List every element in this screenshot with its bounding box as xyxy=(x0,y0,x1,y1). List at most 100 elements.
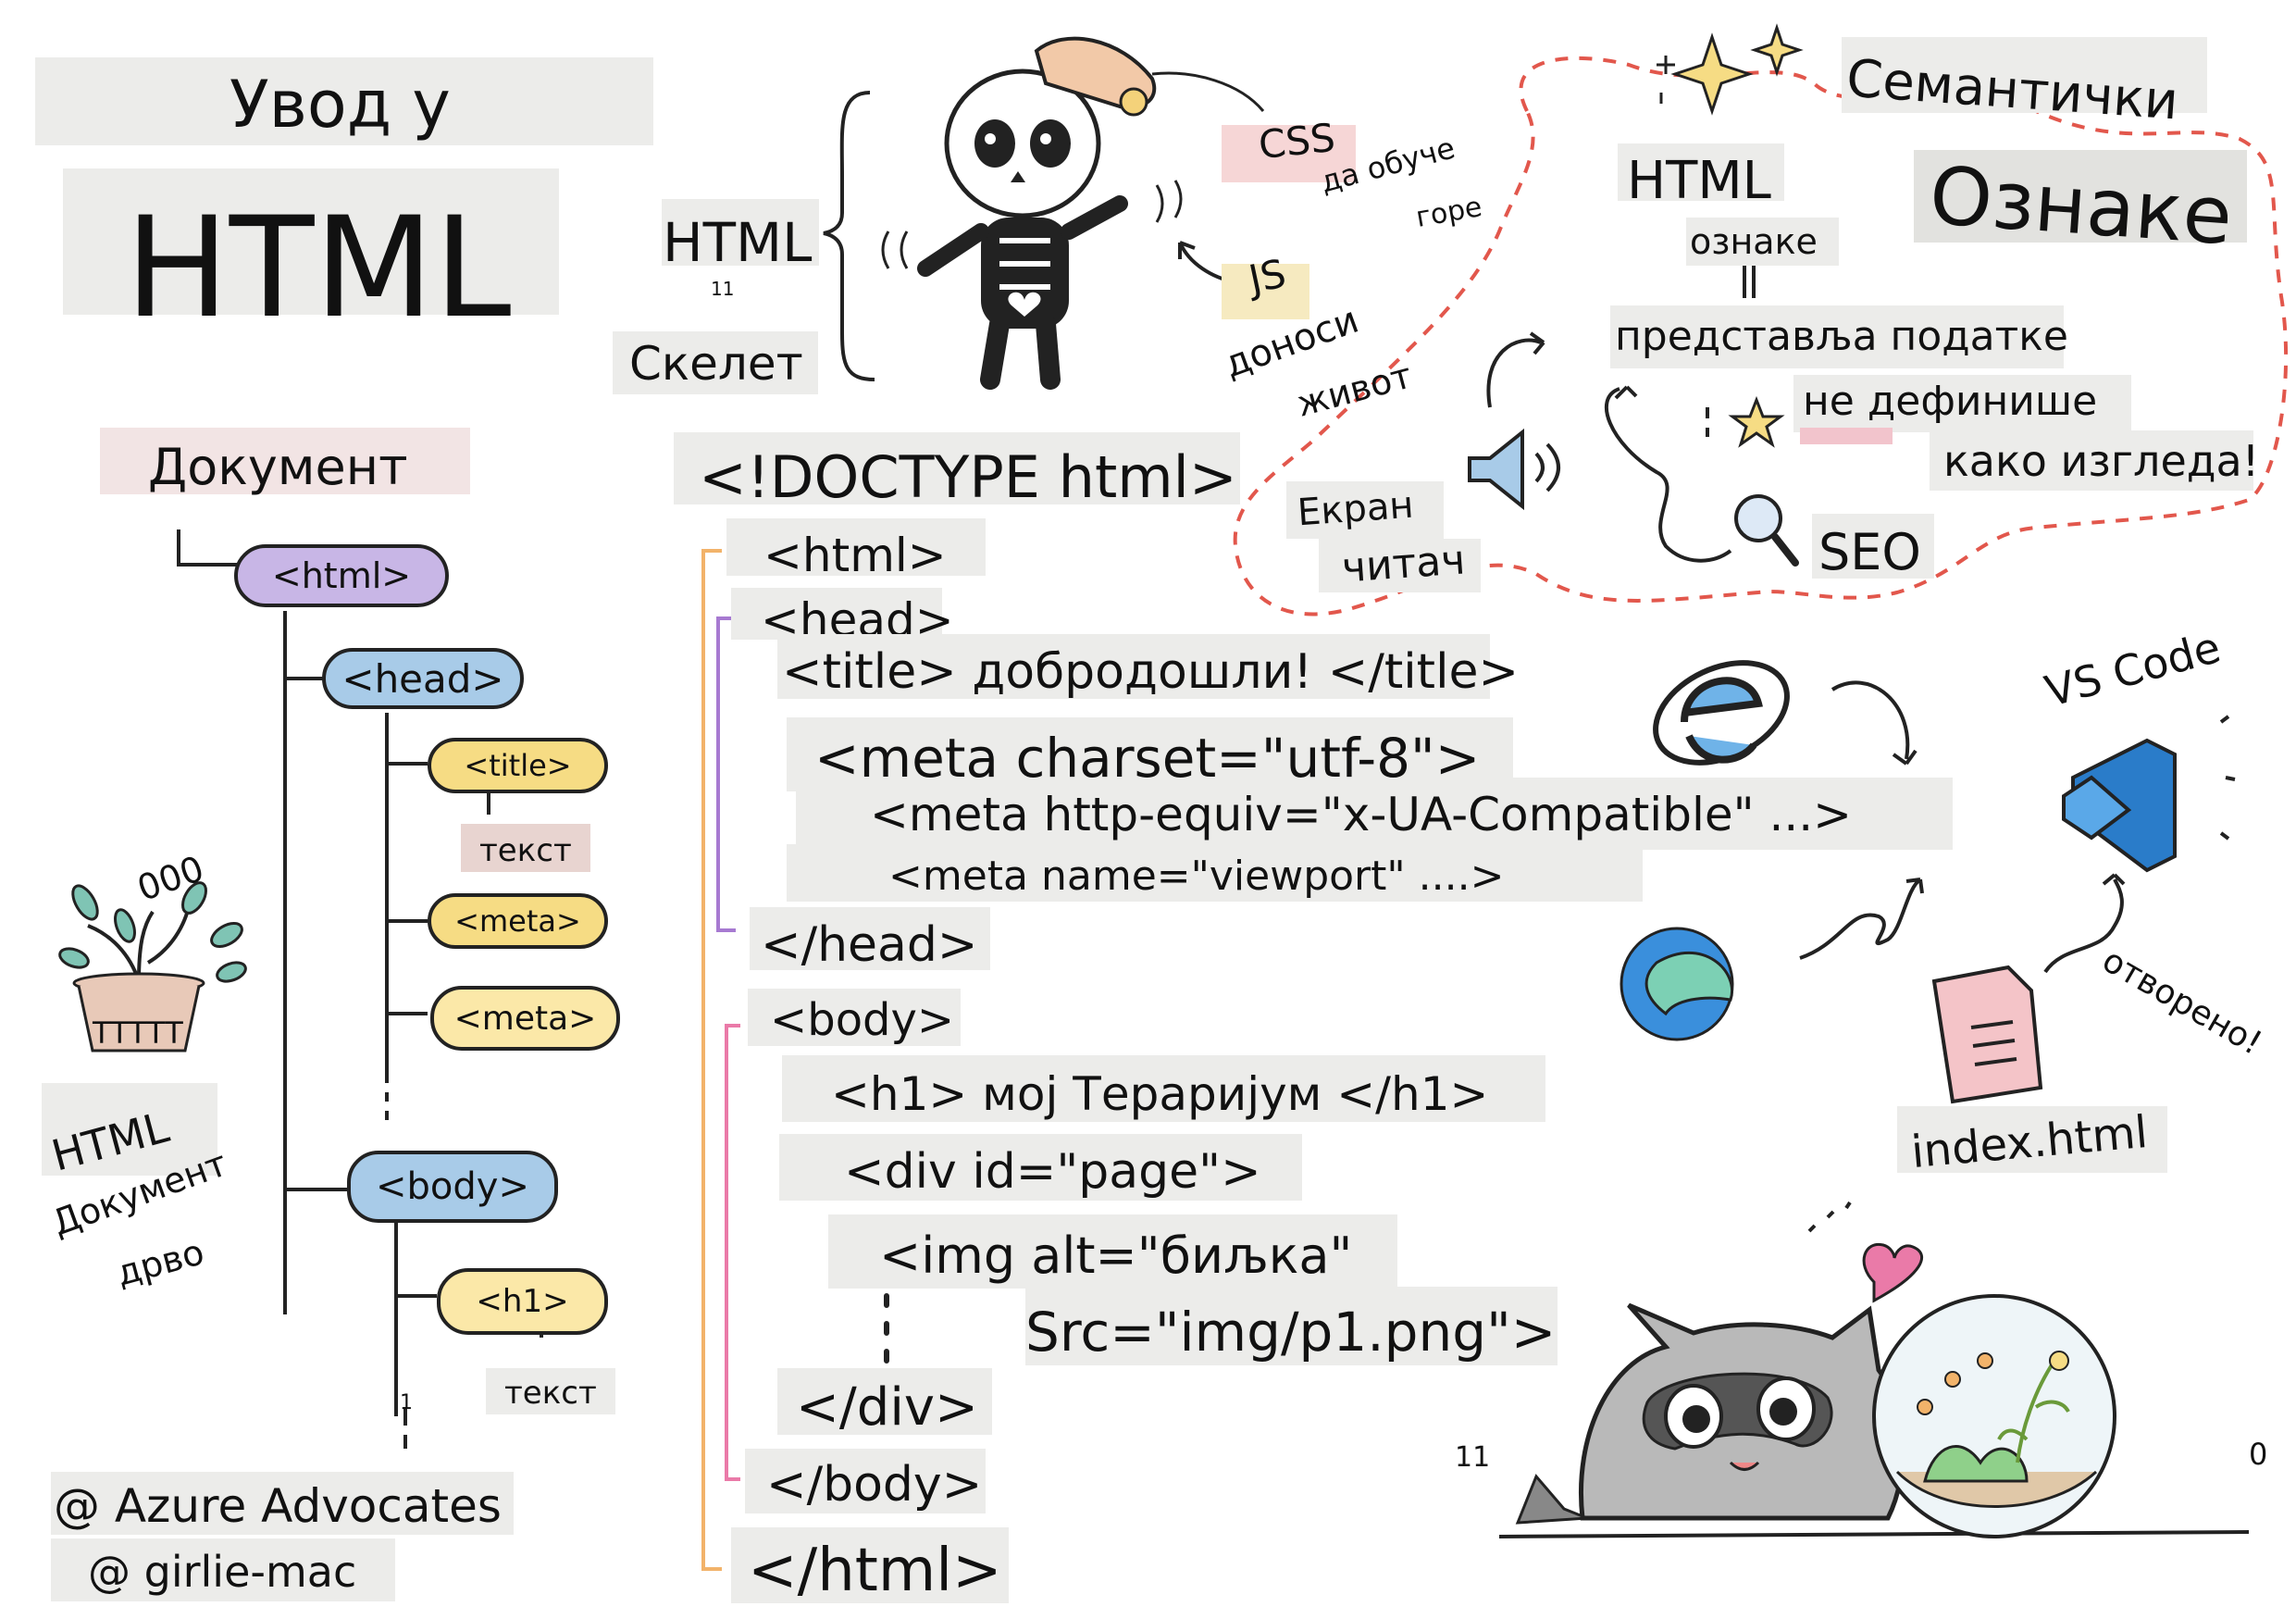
how-looks-highlight xyxy=(1930,430,2253,491)
code-div-close-highlight xyxy=(777,1368,992,1435)
code-doctype: <!DOCTYPE html> xyxy=(699,443,1237,511)
code-div-highlight xyxy=(779,1134,1302,1201)
raccoon-icon xyxy=(1498,1302,2250,1538)
tree-node-title: <title> xyxy=(428,738,608,793)
pot-label: ТТТТТ xyxy=(93,1015,183,1051)
credits-line2: @ girlie-mac xyxy=(88,1547,357,1597)
code-body-close-highlight xyxy=(745,1449,986,1513)
code-meta-compat: <meta http-equiv="x-UA-Compatible" ...> xyxy=(870,788,1853,841)
skeleton-label: Скелет xyxy=(629,337,803,391)
credits-line1: @ Azure Advocates xyxy=(54,1479,502,1533)
code-img-line2: Src="img/p1.png"> xyxy=(1025,1301,1557,1364)
not-defining-text: не дефинише xyxy=(1803,378,2098,425)
code-img-line1: <img alt="биљка" xyxy=(879,1227,1353,1285)
tree-lines xyxy=(177,529,543,1449)
file-icon xyxy=(1931,965,2043,1104)
magnifier-icon xyxy=(1734,494,1799,567)
js-highlight xyxy=(1222,264,1309,319)
h1-text-highlight xyxy=(486,1368,615,1414)
js-label: JS xyxy=(1245,250,1290,303)
tree-node-title-text: <title> xyxy=(464,748,572,783)
index-highlight xyxy=(1897,1106,2167,1173)
skeleton-html-highlight xyxy=(662,199,819,266)
code-bracket-html xyxy=(701,549,722,1571)
semantic-dashed-cloud xyxy=(1233,56,2289,616)
tree-title-text: текст xyxy=(479,832,572,869)
code-src-highlight xyxy=(1025,1287,1558,1365)
ie-browser-icon xyxy=(1653,660,1790,766)
skeleton-html-label: HTML xyxy=(663,211,813,274)
tree-node-h1-text: <h1> xyxy=(476,1283,569,1320)
tags-highlight xyxy=(1686,218,1839,266)
code-bracket-head xyxy=(716,616,736,932)
code-h1-line: <h1> мој Тераријум </h1> xyxy=(831,1067,1489,1121)
seo-highlight xyxy=(1812,514,1934,579)
vscode-icon xyxy=(2062,738,2177,873)
skeleton-brace xyxy=(823,91,875,381)
code-meta-charset: <meta charset="utf-8"> xyxy=(814,727,1481,790)
code-html-open: <html> xyxy=(763,529,947,582)
title-highlight-1 xyxy=(35,57,653,145)
tree-node-meta1-text: <meta> xyxy=(454,903,581,939)
title-highlight-2 xyxy=(63,168,559,315)
semantic-title-highlight xyxy=(1842,37,2207,113)
code-img-highlight xyxy=(828,1214,1397,1289)
small-number: 11 xyxy=(711,278,735,300)
terrarium-icon xyxy=(1872,1294,2116,1538)
credits-highlight-2 xyxy=(51,1538,395,1601)
tree-node-head-text: <head> xyxy=(341,655,504,702)
code-head-highlight xyxy=(731,588,942,640)
edge-browser-icon xyxy=(1620,927,1734,1041)
reader-highlight xyxy=(1319,539,1481,592)
reader-label: читач xyxy=(1340,536,1467,592)
tree-document: Документ xyxy=(148,438,408,496)
screen-highlight xyxy=(1286,481,1444,539)
code-meta-viewport-highlight xyxy=(787,844,1643,902)
semantic-title-line2: Ознаке xyxy=(1926,149,2236,264)
code-body-highlight xyxy=(748,989,961,1046)
represents-text: представља податке xyxy=(1615,313,2068,360)
tree-node-h1: <h1> xyxy=(437,1268,608,1335)
skeleton-icon xyxy=(881,36,1183,390)
skeleton-label-highlight xyxy=(613,331,818,394)
star-icon xyxy=(1728,395,1785,448)
document-highlight xyxy=(100,428,470,494)
decor-number: 11 xyxy=(1455,1441,1491,1474)
represents-highlight xyxy=(1610,305,2064,368)
code-div-close: </div> xyxy=(796,1377,978,1438)
code-bracket-body xyxy=(725,1024,740,1481)
caption-highlight xyxy=(42,1083,217,1176)
code-title-highlight xyxy=(777,634,1490,699)
sparkle-icon xyxy=(1657,23,1804,116)
tree-node-body: <body> xyxy=(347,1151,558,1223)
code-div-open: <div id="page"> xyxy=(844,1144,1261,1200)
code-doctype-highlight xyxy=(674,432,1240,504)
code-html-highlight xyxy=(726,518,986,576)
code-h1-highlight xyxy=(782,1055,1545,1122)
tree-node-head: <head> xyxy=(322,648,524,709)
css-highlight xyxy=(1222,125,1356,182)
pink-underline xyxy=(1800,428,1893,444)
code-meta-viewport: <meta name="viewport" ....> xyxy=(888,853,1505,900)
tags-word: ознаке xyxy=(1690,221,1818,262)
code-body-open: <body> xyxy=(770,994,955,1046)
title-text-highlight xyxy=(461,824,590,872)
title-line1: Увод у xyxy=(230,67,451,143)
semantic-title2-highlight xyxy=(1914,150,2247,243)
code-html-close: </html> xyxy=(748,1537,1002,1605)
credits-highlight-1 xyxy=(51,1472,514,1535)
screen-label: Екран xyxy=(1296,483,1415,535)
tree-node-body-text: <body> xyxy=(376,1165,529,1208)
tree-h1-text: текст xyxy=(504,1375,597,1412)
small-number: 1 xyxy=(400,1391,413,1414)
semantic-html: HTML xyxy=(1627,151,1771,211)
not-defining-highlight xyxy=(1793,375,2131,432)
tree-node-meta2: <meta> xyxy=(430,986,620,1051)
code-html-close-highlight xyxy=(731,1527,1009,1603)
tree-node-html-text: <html> xyxy=(271,555,412,596)
css-label: CSS xyxy=(1256,114,1337,168)
code-title-line: <title> добродошли! </title> xyxy=(782,644,1520,700)
decor-number: 0 xyxy=(2249,1437,2268,1472)
title-line2: HTML xyxy=(125,188,512,349)
code-head-close-highlight xyxy=(750,907,990,970)
